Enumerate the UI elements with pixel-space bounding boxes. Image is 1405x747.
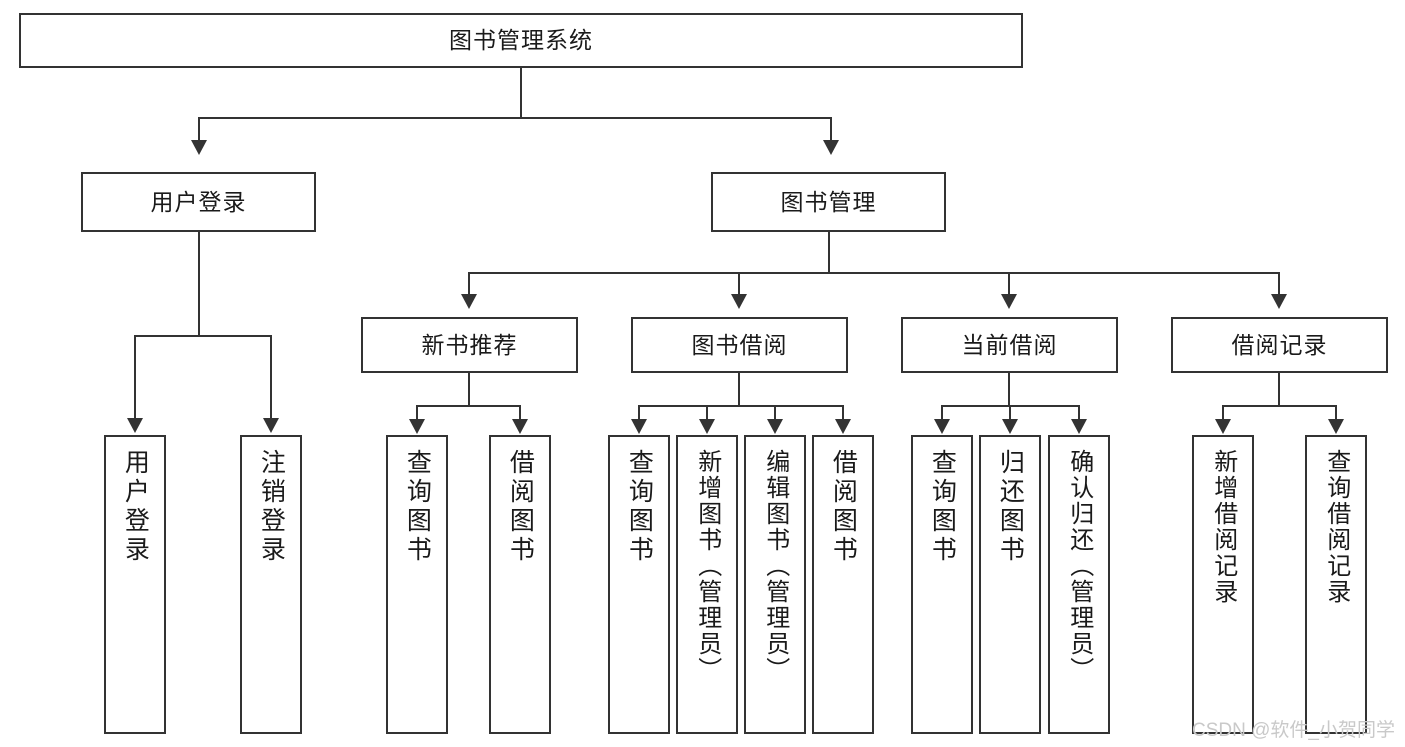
connector-book-manage-stem (828, 232, 830, 273)
connector-nbr-bar (416, 405, 521, 407)
node-new-book-recommend[interactable]: 新书推荐 (361, 317, 578, 373)
arrow-to-leaf-edit-book (767, 419, 783, 434)
node-leaf-confirm-return-label: 确认归还（管理员） (1065, 449, 1093, 683)
connector-br-down-1 (1222, 405, 1224, 421)
connector-bm-down-3 (1008, 272, 1010, 296)
node-leaf-borrow-book-2-label: 借阅图书 (829, 449, 858, 565)
connector-user-login-down-2 (270, 335, 272, 420)
connector-root-stem (520, 68, 522, 118)
arrow-to-borrow-record (1271, 294, 1287, 309)
node-leaf-query-record[interactable]: 查询借阅记录 (1305, 435, 1367, 734)
node-leaf-add-record-label: 新增借阅记录 (1209, 449, 1237, 605)
connector-bb-stem (738, 373, 740, 406)
node-book-borrow[interactable]: 图书借阅 (631, 317, 848, 373)
arrow-to-leaf-add-record (1215, 419, 1231, 434)
node-leaf-query-book-1[interactable]: 查询图书 (386, 435, 448, 734)
arrow-to-book-borrow (731, 294, 747, 309)
connector-br-down-2 (1335, 405, 1337, 421)
connector-nbr-down-1 (416, 405, 418, 421)
arrow-to-leaf-logout-login (263, 418, 279, 433)
connector-book-manage-bar (468, 272, 1280, 274)
connector-user-login-stem (198, 232, 200, 336)
node-leaf-user-login-label: 用户登录 (121, 449, 150, 565)
connector-cb-down-1 (941, 405, 943, 421)
node-leaf-return-book[interactable]: 归还图书 (979, 435, 1041, 734)
node-leaf-logout-login-label: 注销登录 (257, 449, 286, 565)
node-leaf-edit-book[interactable]: 编辑图书（管理员） (744, 435, 806, 734)
node-borrow-record-label: 借阅记录 (1231, 331, 1328, 358)
connector-root-bar (198, 117, 832, 119)
node-root[interactable]: 图书管理系统 (19, 13, 1023, 68)
node-leaf-query-book-1-label: 查询图书 (403, 449, 432, 565)
node-book-manage[interactable]: 图书管理 (711, 172, 946, 232)
arrow-to-leaf-add-book (699, 419, 715, 434)
node-leaf-borrow-book-1-label: 借阅图书 (506, 449, 535, 565)
node-leaf-borrow-book-1[interactable]: 借阅图书 (489, 435, 551, 734)
arrow-to-leaf-query-book-3 (934, 419, 950, 434)
connector-bb-down-4 (842, 405, 844, 421)
arrow-root-to-user-login (191, 140, 207, 155)
node-leaf-add-book[interactable]: 新增图书（管理员） (676, 435, 738, 734)
node-borrow-record[interactable]: 借阅记录 (1171, 317, 1388, 373)
connector-br-bar (1222, 405, 1337, 407)
arrow-to-leaf-query-record (1328, 419, 1344, 434)
arrow-to-leaf-confirm-return (1071, 419, 1087, 434)
node-new-book-recommend-label: 新书推荐 (421, 331, 518, 358)
connector-root-to-user-login (198, 117, 200, 143)
arrow-to-leaf-query-book-1 (409, 419, 425, 434)
arrow-to-current-borrow (1001, 294, 1017, 309)
arrow-to-leaf-borrow-book-2 (835, 419, 851, 434)
node-leaf-logout-login[interactable]: 注销登录 (240, 435, 302, 734)
connector-bm-down-1 (468, 272, 470, 296)
node-leaf-return-book-label: 归还图书 (996, 449, 1025, 565)
connector-cb-down-2 (1009, 405, 1011, 421)
connector-bb-bar (638, 405, 844, 407)
connector-cb-down-3 (1078, 405, 1080, 421)
node-leaf-user-login[interactable]: 用户登录 (104, 435, 166, 734)
node-root-label: 图书管理系统 (449, 27, 593, 54)
node-user-login[interactable]: 用户登录 (81, 172, 316, 232)
arrow-to-new-book-recommend (461, 294, 477, 309)
node-leaf-add-record[interactable]: 新增借阅记录 (1192, 435, 1254, 734)
arrow-to-leaf-user-login (127, 418, 143, 433)
node-leaf-edit-book-label: 编辑图书（管理员） (761, 449, 789, 683)
node-leaf-add-book-label: 新增图书（管理员） (693, 449, 721, 683)
connector-cb-stem (1008, 373, 1010, 406)
node-user-login-label: 用户登录 (150, 188, 247, 215)
node-book-manage-label: 图书管理 (780, 188, 877, 215)
arrow-to-leaf-return-book (1002, 419, 1018, 434)
arrow-root-to-book-manage (823, 140, 839, 155)
arrow-to-leaf-borrow-book-1 (512, 419, 528, 434)
connector-nbr-down-2 (519, 405, 521, 421)
node-leaf-query-book-2-label: 查询图书 (625, 449, 654, 565)
node-current-borrow-label: 当前借阅 (961, 331, 1058, 358)
node-leaf-query-book-3-label: 查询图书 (928, 449, 957, 565)
connector-nbr-stem (468, 373, 470, 406)
connector-bb-down-1 (638, 405, 640, 421)
connector-bm-down-2 (738, 272, 740, 296)
connector-user-login-bar (134, 335, 272, 337)
connector-br-stem (1278, 373, 1280, 406)
node-leaf-query-record-label: 查询借阅记录 (1322, 449, 1350, 605)
node-leaf-confirm-return[interactable]: 确认归还（管理员） (1048, 435, 1110, 734)
connector-bb-down-3 (774, 405, 776, 421)
connector-bb-down-2 (706, 405, 708, 421)
node-leaf-query-book-2[interactable]: 查询图书 (608, 435, 670, 734)
node-leaf-borrow-book-2[interactable]: 借阅图书 (812, 435, 874, 734)
arrow-to-leaf-query-book-2 (631, 419, 647, 434)
node-current-borrow[interactable]: 当前借阅 (901, 317, 1118, 373)
node-book-borrow-label: 图书借阅 (691, 331, 788, 358)
connector-bm-down-4 (1278, 272, 1280, 296)
node-leaf-query-book-3[interactable]: 查询图书 (911, 435, 973, 734)
watermark: CSDN @软件_小贺同学 (1192, 720, 1395, 741)
connector-root-to-book-manage (830, 117, 832, 143)
connector-user-login-down-1 (134, 335, 136, 420)
